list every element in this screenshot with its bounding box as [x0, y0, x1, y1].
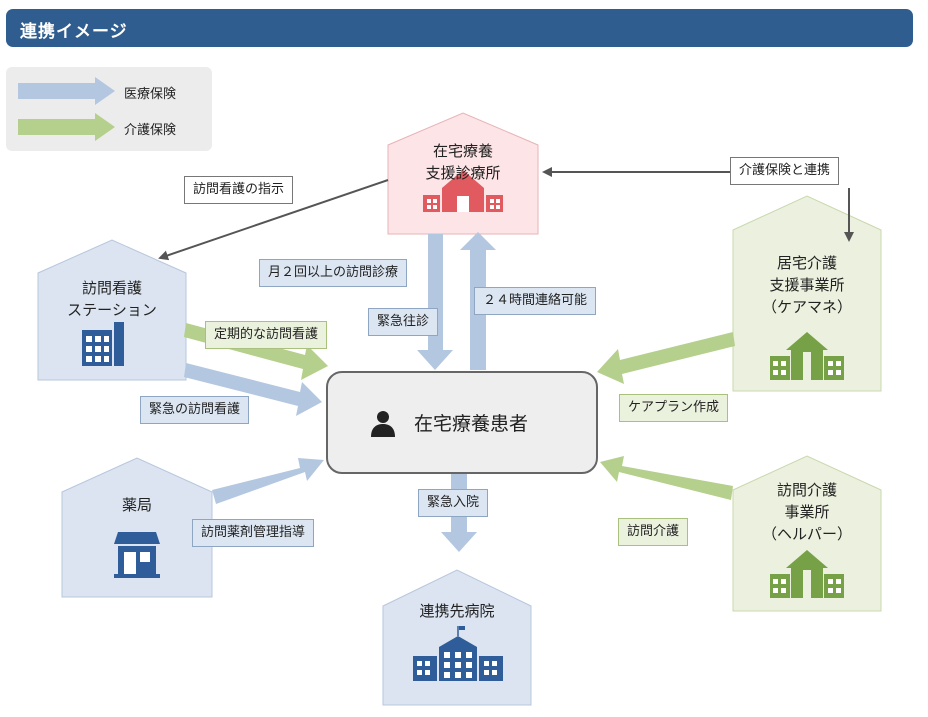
legend-care-arrow: [18, 113, 115, 141]
home-help-house: [732, 455, 882, 612]
emergency-admission-label: 緊急入院: [418, 489, 489, 517]
patient-label: 在宅療養患者: [414, 413, 529, 435]
emergency-nursing-label: 緊急の訪問看護: [140, 396, 250, 424]
care-office-icon: [770, 550, 844, 598]
page-title: 連携イメージ: [20, 22, 128, 42]
patient-box: 在宅療養患者: [326, 371, 598, 474]
care-insurance-link-label: 介護保険と連携: [730, 157, 840, 185]
legend: [6, 67, 212, 151]
nursing-station-name: 訪問看護 ステーション: [67, 279, 157, 319]
pharmacy-name: 薬局: [121, 496, 152, 514]
care-office-icon: [770, 332, 844, 380]
care-manager-name: 居宅介護 支援事業所 （ケアマネ）: [761, 254, 852, 316]
care-plan-arrow: [597, 332, 735, 384]
instruction-connector: [158, 179, 389, 261]
contact-24h-label: ２４時間連絡可能: [474, 287, 597, 315]
monthly-visits-label: 月２回以上の訪問診療: [259, 259, 408, 287]
regular-nursing-label: 定期的な訪問看護: [205, 321, 328, 349]
hospital-building-icon: [413, 626, 503, 681]
emergency-house-call-label: 緊急往診: [368, 308, 439, 336]
hospital-name: 連携先病院: [419, 602, 495, 620]
care-manager-house: [732, 195, 882, 392]
pharmacy-guidance-arrow: [212, 458, 324, 504]
header-bar: 連携イメージ: [6, 9, 913, 47]
store-icon: [114, 532, 160, 578]
monthly-visit-arrow: [417, 234, 453, 370]
home-care-label: 訪問介護: [618, 518, 689, 546]
nursing-instruction-label: 訪問看護の指示: [184, 176, 294, 204]
person-icon: [371, 411, 395, 437]
care-plan-label: ケアプラン作成: [619, 394, 729, 422]
legend-care-label: 介護保険: [124, 123, 177, 138]
clinic-name: 在宅療養 支援診療所: [425, 142, 501, 182]
clinic-building-icon: [423, 170, 503, 212]
pharmacy-guidance-label: 訪問薬剤管理指導: [192, 519, 315, 547]
legend-medical-label: 医療保険: [124, 87, 177, 102]
legend-medical-arrow: [18, 77, 115, 105]
emergency-nursing-arrow: [184, 363, 322, 416]
home-help-name: 訪問介護 事業所 （ヘルパー）: [761, 481, 852, 543]
home-care-arrow: [600, 456, 733, 500]
office-building-icon: [82, 322, 124, 366]
